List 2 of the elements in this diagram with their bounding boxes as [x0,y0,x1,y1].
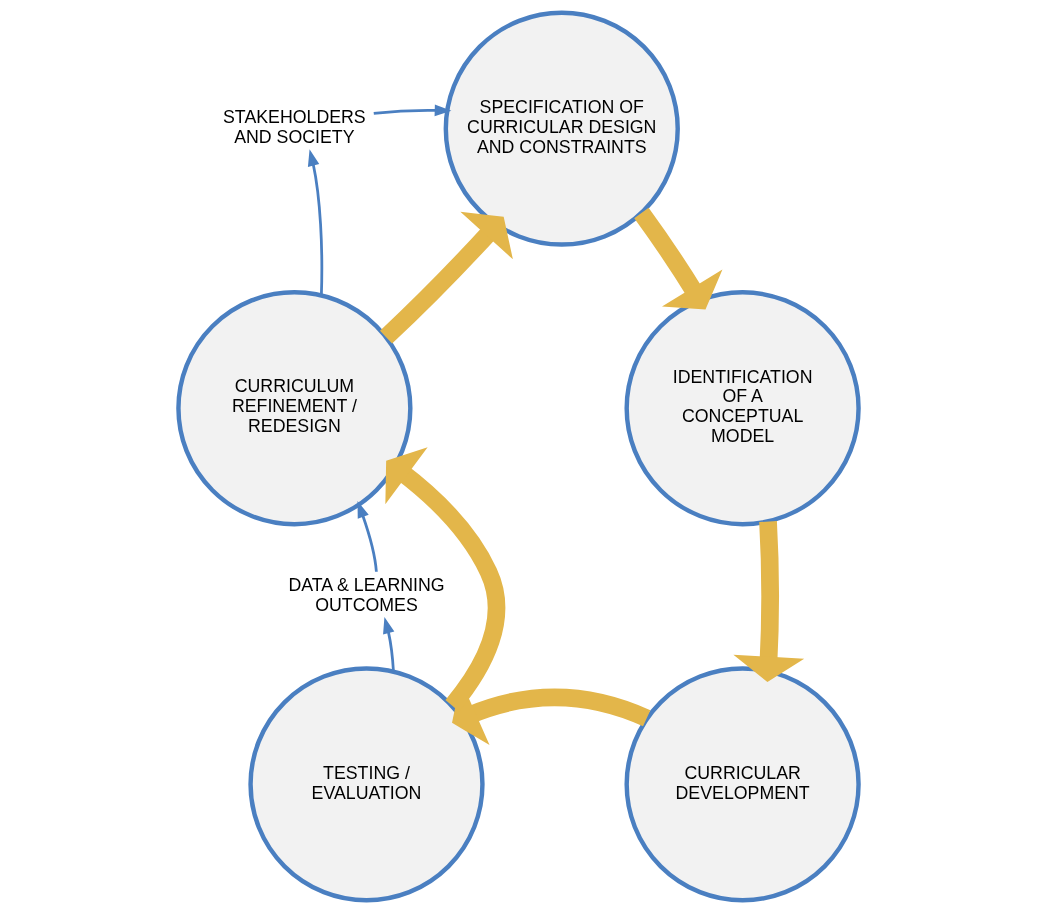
node-text: DATA & LEARNING OUTCOMES [288,574,445,615]
node-text: STAKEHOLDERS AND SOCIETY [223,106,366,147]
